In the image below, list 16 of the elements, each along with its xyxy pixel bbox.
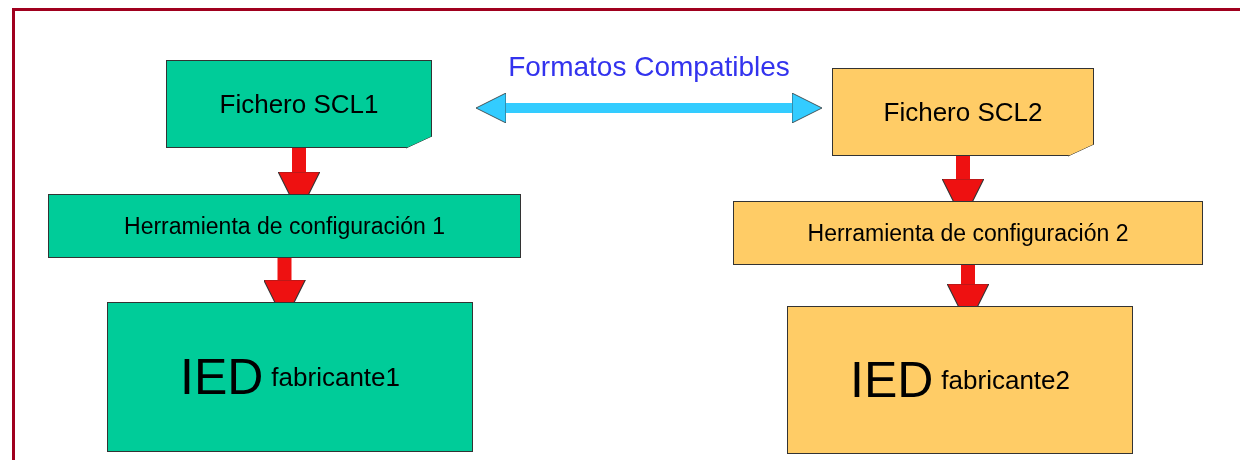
edge-label: Formatos Compatibles [508, 53, 790, 81]
document-box [832, 68, 1094, 156]
process-box [733, 201, 1203, 265]
double-arrow [475, 92, 823, 124]
manufacturer-label: fabricante1 [271, 360, 400, 394]
box-label: Herramienta de configuración 2 [807, 218, 1129, 248]
box-label: Fichero SCL2 [883, 95, 1043, 129]
document-box [166, 60, 432, 148]
device-label: IED [180, 352, 264, 402]
process-box [107, 302, 473, 452]
box-label: Herramienta de configuración 1 [124, 211, 445, 241]
box-label: Fichero SCL1 [219, 87, 379, 121]
process-box [48, 194, 521, 258]
device-label: IED [850, 355, 934, 405]
manufacturer-label: fabricante2 [941, 363, 1070, 397]
process-box [787, 306, 1133, 454]
